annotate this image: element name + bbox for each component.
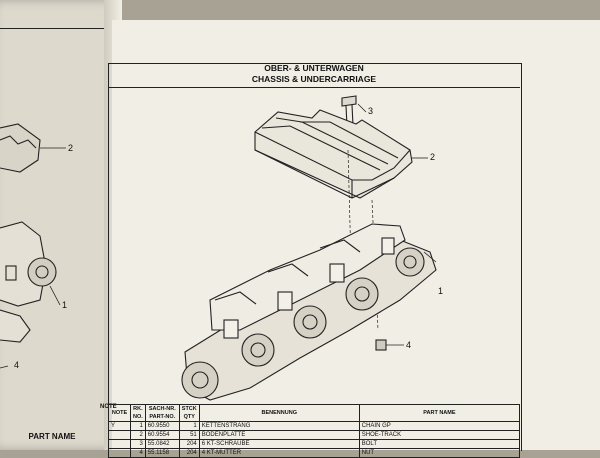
callout-left-nut: 4 bbox=[14, 360, 20, 370]
cell-partno: 55.0842 bbox=[144, 439, 180, 449]
left-part-name-header: PART NAME bbox=[28, 432, 76, 441]
callout-track-shoe: 2 bbox=[430, 152, 436, 162]
cell-partno: 60.9554 bbox=[144, 430, 180, 440]
cell-rk: 2 bbox=[130, 430, 146, 440]
callout-left-shoe: 2 bbox=[68, 143, 74, 153]
cell-rk: 1 bbox=[130, 421, 146, 431]
cell-rk: 3 bbox=[130, 439, 146, 449]
header-note: NOTE bbox=[108, 404, 131, 422]
cell-partname: BOLT bbox=[358, 439, 521, 449]
cell-note bbox=[108, 439, 131, 449]
table-row: 3 55.0842 204 6 KT-SCHRAUBE BOLT bbox=[108, 439, 521, 449]
callout-nut: 4 bbox=[406, 340, 412, 350]
cell-partname: SHOE-TRACK bbox=[358, 430, 521, 440]
callout-chain: 1 bbox=[438, 286, 444, 296]
callout-bolt: 3 bbox=[368, 106, 374, 116]
cell-qty: 204 bbox=[178, 439, 200, 449]
cell-qty: 1 bbox=[178, 421, 200, 431]
header-partname: PART NAME bbox=[358, 404, 521, 422]
cell-benennung: KETTENSTRANG bbox=[198, 421, 360, 431]
title-english: CHASSIS & UNDERCARRIAGE bbox=[251, 74, 377, 84]
cell-note: Y bbox=[108, 421, 131, 431]
header-benennung: BENENNUNG bbox=[198, 404, 360, 422]
cell-qty: 51 bbox=[178, 430, 200, 440]
cell-benennung: 6 KT-SCHRAUBE bbox=[198, 439, 360, 449]
header-partno: SACH-NR.PART-NO. bbox=[144, 404, 180, 422]
table-row: Y 1 60.9550 1 KETTENSTRANG CHAIN GP bbox=[108, 421, 521, 431]
table-row: 2 60.9554 51 BODENPLATTE SHOE-TRACK bbox=[108, 430, 521, 440]
title-german: OBER- & UNTERWAGEN bbox=[264, 63, 364, 73]
callout-left-chain: 1 bbox=[62, 300, 68, 310]
cell-partname: CHAIN GP bbox=[358, 421, 521, 431]
header-rk: RK.NO. bbox=[130, 404, 146, 422]
cell-note bbox=[108, 430, 131, 440]
page-title: OBER- & UNTERWAGEN CHASSIS & UNDERCARRIA… bbox=[108, 63, 520, 88]
cell-partno: 60.9550 bbox=[144, 421, 180, 431]
right-page-frame bbox=[108, 63, 522, 451]
cell-benennung: BODENPLATTE bbox=[198, 430, 360, 440]
